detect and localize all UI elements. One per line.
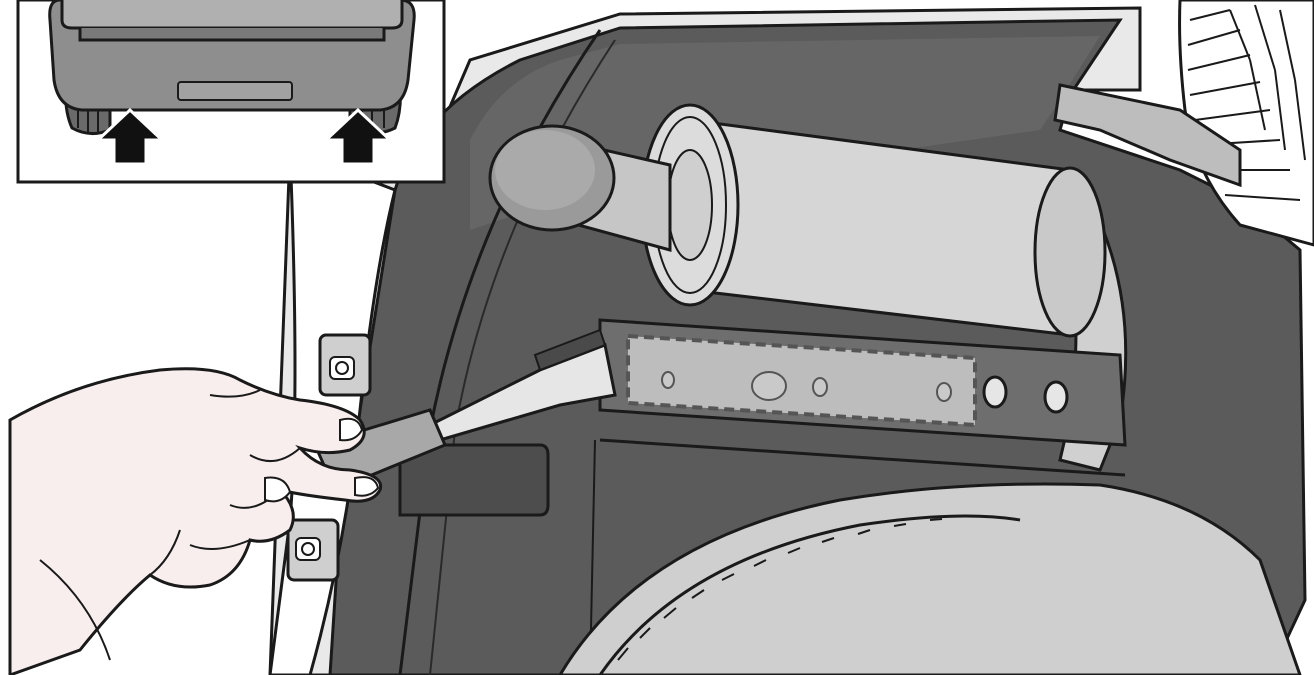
plate-hole [813, 378, 827, 396]
bolt-hole [984, 377, 1006, 407]
plate-hole [662, 372, 674, 388]
plate-hole [752, 372, 786, 400]
inset-rear-view [18, 0, 444, 182]
plate-hole [937, 383, 951, 401]
bolt-hole [1045, 382, 1067, 412]
license-plate-recess [178, 82, 292, 100]
